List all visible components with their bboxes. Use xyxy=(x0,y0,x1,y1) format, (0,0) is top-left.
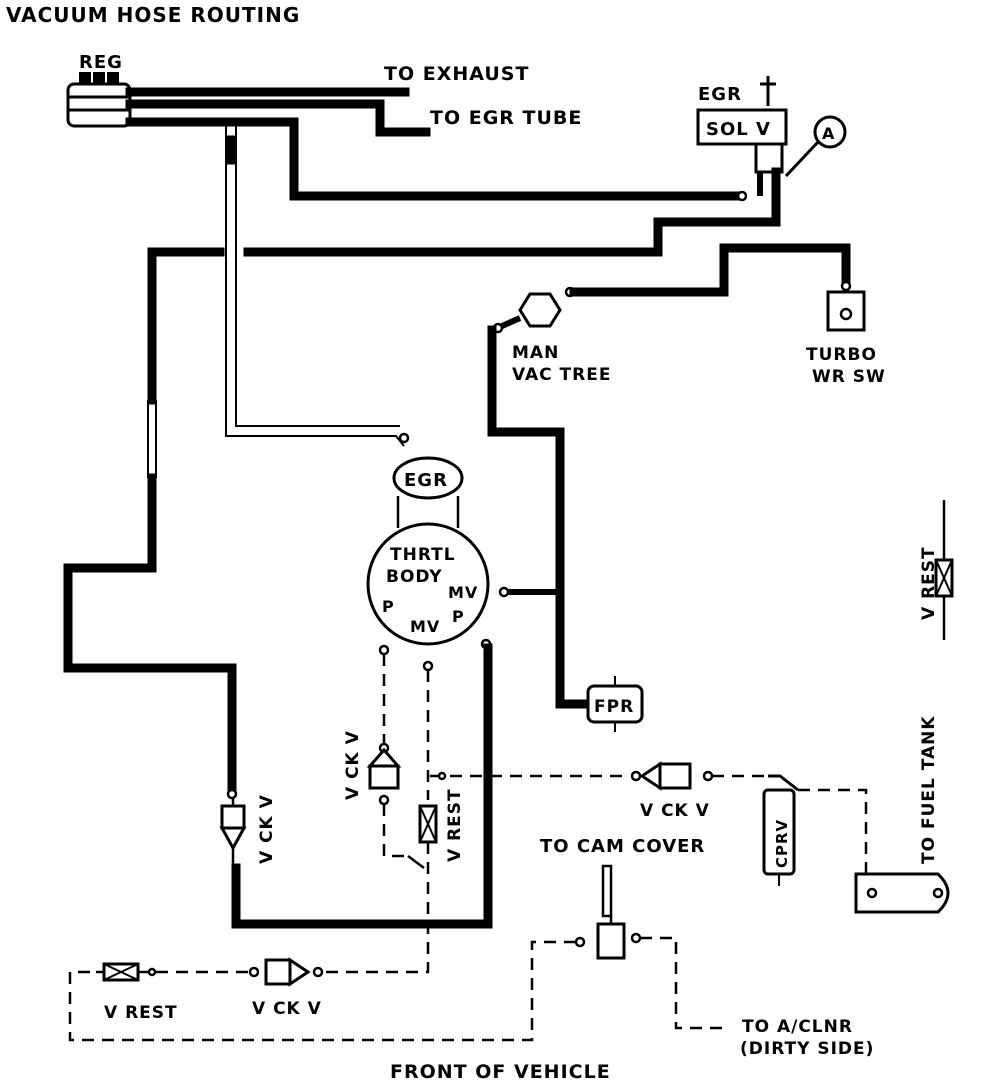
to-egr-tube-label: TO EGR TUBE xyxy=(430,107,582,129)
to-cam-cover-label: TO CAM COVER xyxy=(540,836,705,857)
canister-purge-regulator-valve xyxy=(762,774,799,886)
manifold-vacuum-tree xyxy=(492,286,576,334)
circle-a-label: A xyxy=(822,124,835,143)
man-label: MAN xyxy=(512,343,559,363)
hose-vactree-to-turbo xyxy=(569,243,852,297)
front-of-vehicle-label: FRONT OF VEHICLE xyxy=(390,1061,611,1082)
hose-solv-to-left-loop xyxy=(63,167,781,795)
turbo-label: TURBO xyxy=(806,345,877,365)
hose-throttle-right-down xyxy=(231,638,493,929)
center-vacuum-restrictor xyxy=(320,660,438,974)
egr-valve xyxy=(392,456,464,500)
connection-a-marker xyxy=(784,115,847,178)
hose-reg-to-egr-valve xyxy=(225,122,410,447)
vckv-right-label: V CK V xyxy=(640,801,710,821)
thrtl-label: THRTL xyxy=(390,545,456,565)
v-rest-right-label: V REST xyxy=(919,546,939,620)
dirty-side-label: (DIRTY SIDE) xyxy=(740,1039,874,1059)
cam-cover-fitting xyxy=(574,864,642,960)
right-vacuum-restrictor xyxy=(934,500,954,640)
fuel-pressure-regulator xyxy=(586,676,644,732)
hose-reg-to-solv xyxy=(125,117,748,202)
mv-bottom-label: MV xyxy=(410,617,440,636)
fuel-tank-canister xyxy=(854,872,950,914)
to-fuel-tank-label: TO FUEL TANK xyxy=(919,715,939,864)
vckv-left-label: V CK V xyxy=(257,794,277,864)
vckv-center-label: V CK V xyxy=(343,730,363,800)
hose-to-egr-tube xyxy=(125,99,431,137)
vckv-bottom-label: V CK V xyxy=(252,999,322,1019)
bottom-vacuum-check-valve xyxy=(156,957,324,987)
p-right-label: P xyxy=(452,607,465,626)
hose-to-fuel-tank xyxy=(430,761,868,878)
wr-sw-label: WR SW xyxy=(812,367,886,387)
hose-to-air-cleaner xyxy=(68,936,724,1042)
bottom-vacuum-restrictor xyxy=(96,962,157,982)
p-left-label: P xyxy=(382,597,395,616)
turbo-wr-switch xyxy=(826,290,866,332)
body-label: BODY xyxy=(386,567,443,587)
diagram-title: VACUUM HOSE ROUTING xyxy=(6,3,300,27)
left-vacuum-check-valve xyxy=(219,788,247,864)
fpr-label: FPR xyxy=(594,697,634,717)
v-rest-bottom-label: V REST xyxy=(104,1003,178,1023)
egr-solenoid-valve xyxy=(696,108,788,174)
regulator xyxy=(66,72,132,128)
reg-label: REG xyxy=(79,52,123,73)
center-vacuum-check-valve xyxy=(366,644,408,858)
to-exhaust-label: TO EXHAUST xyxy=(384,63,529,85)
vac-tree-label: VAC TREE xyxy=(512,365,611,385)
egr-valve-label: EGR xyxy=(404,470,448,491)
throttle-body xyxy=(366,522,490,646)
mv-right-label: MV xyxy=(448,583,478,602)
vrest-center-label: V REST xyxy=(445,788,465,862)
cprv-label: CPRV xyxy=(773,819,791,868)
egr-sol-label: EGR xyxy=(698,84,742,105)
hose-vactree-to-fpr xyxy=(487,325,593,709)
to-a-clnr-label: TO A/CLNR xyxy=(742,1017,853,1037)
sol-v-label: SOL V xyxy=(706,119,771,140)
